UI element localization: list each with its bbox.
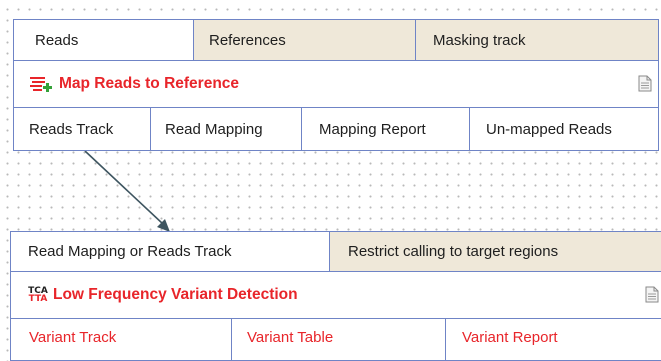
output-read-mapping[interactable]: Read Mapping bbox=[151, 108, 302, 150]
map-reads-icon bbox=[30, 77, 52, 92]
input-reads-label: Reads bbox=[35, 31, 79, 49]
output-variant-track-label: Variant Track bbox=[29, 329, 117, 346]
input-restrict-calling[interactable]: Restrict calling to target regions bbox=[330, 232, 661, 271]
input-row: Reads References Masking track bbox=[14, 20, 658, 60]
low-frequency-title-bar[interactable]: TCA TTA Low Frequency Variant Detection bbox=[11, 272, 661, 318]
input-read-mapping-or-reads-track[interactable]: Read Mapping or Reads Track bbox=[11, 232, 330, 271]
low-frequency-title: Low Frequency Variant Detection bbox=[53, 286, 298, 303]
input-masking-track-label: Masking track bbox=[433, 31, 526, 49]
arrow-connector bbox=[84, 150, 170, 232]
output-mapping-report[interactable]: Mapping Report bbox=[302, 108, 470, 150]
icon-text-top: TCA bbox=[28, 286, 48, 296]
output-variant-table[interactable]: Variant Table bbox=[232, 319, 446, 361]
output-variant-table-label: Variant Table bbox=[247, 329, 334, 346]
icon-text-bottom: TTA bbox=[28, 294, 48, 304]
output-reads-track-label: Reads Track bbox=[29, 120, 114, 138]
output-unmapped-reads-label: Un-mapped Reads bbox=[486, 120, 612, 138]
input-restrict-calling-label: Restrict calling to target regions bbox=[348, 243, 559, 260]
output-read-mapping-label: Read Mapping bbox=[165, 120, 263, 138]
output-unmapped-reads[interactable]: Un-mapped Reads bbox=[470, 108, 658, 150]
tca-tta-icon: TCA TTA bbox=[28, 286, 48, 304]
low-frequency-block[interactable]: Read Mapping or Reads Track Restrict cal… bbox=[10, 231, 661, 361]
input-reads[interactable]: Reads bbox=[14, 20, 194, 60]
output-variant-report-label: Variant Report bbox=[462, 329, 558, 346]
output-variant-track[interactable]: Variant Track bbox=[11, 319, 232, 361]
input-masking-track[interactable]: Masking track bbox=[416, 20, 658, 60]
input-references-label: References bbox=[209, 31, 286, 49]
map-reads-block[interactable]: Reads References Masking track Map Reads… bbox=[13, 19, 659, 151]
output-variant-report[interactable]: Variant Report bbox=[446, 319, 661, 361]
input-read-mapping-label: Read Mapping or Reads Track bbox=[28, 243, 232, 260]
document-icon[interactable] bbox=[645, 286, 659, 303]
input-references[interactable]: References bbox=[194, 20, 416, 60]
output-reads-track[interactable]: Reads Track bbox=[14, 108, 151, 150]
map-reads-title: Map Reads to Reference bbox=[59, 75, 240, 92]
output-row: Reads Track Read Mapping Mapping Report … bbox=[14, 108, 658, 150]
document-icon[interactable] bbox=[638, 75, 652, 92]
output-mapping-report-label: Mapping Report bbox=[319, 120, 426, 138]
input-row: Read Mapping or Reads Track Restrict cal… bbox=[11, 232, 661, 271]
output-row: Variant Track Variant Table Variant Repo… bbox=[11, 319, 661, 361]
map-reads-title-bar[interactable]: Map Reads to Reference bbox=[14, 61, 658, 107]
